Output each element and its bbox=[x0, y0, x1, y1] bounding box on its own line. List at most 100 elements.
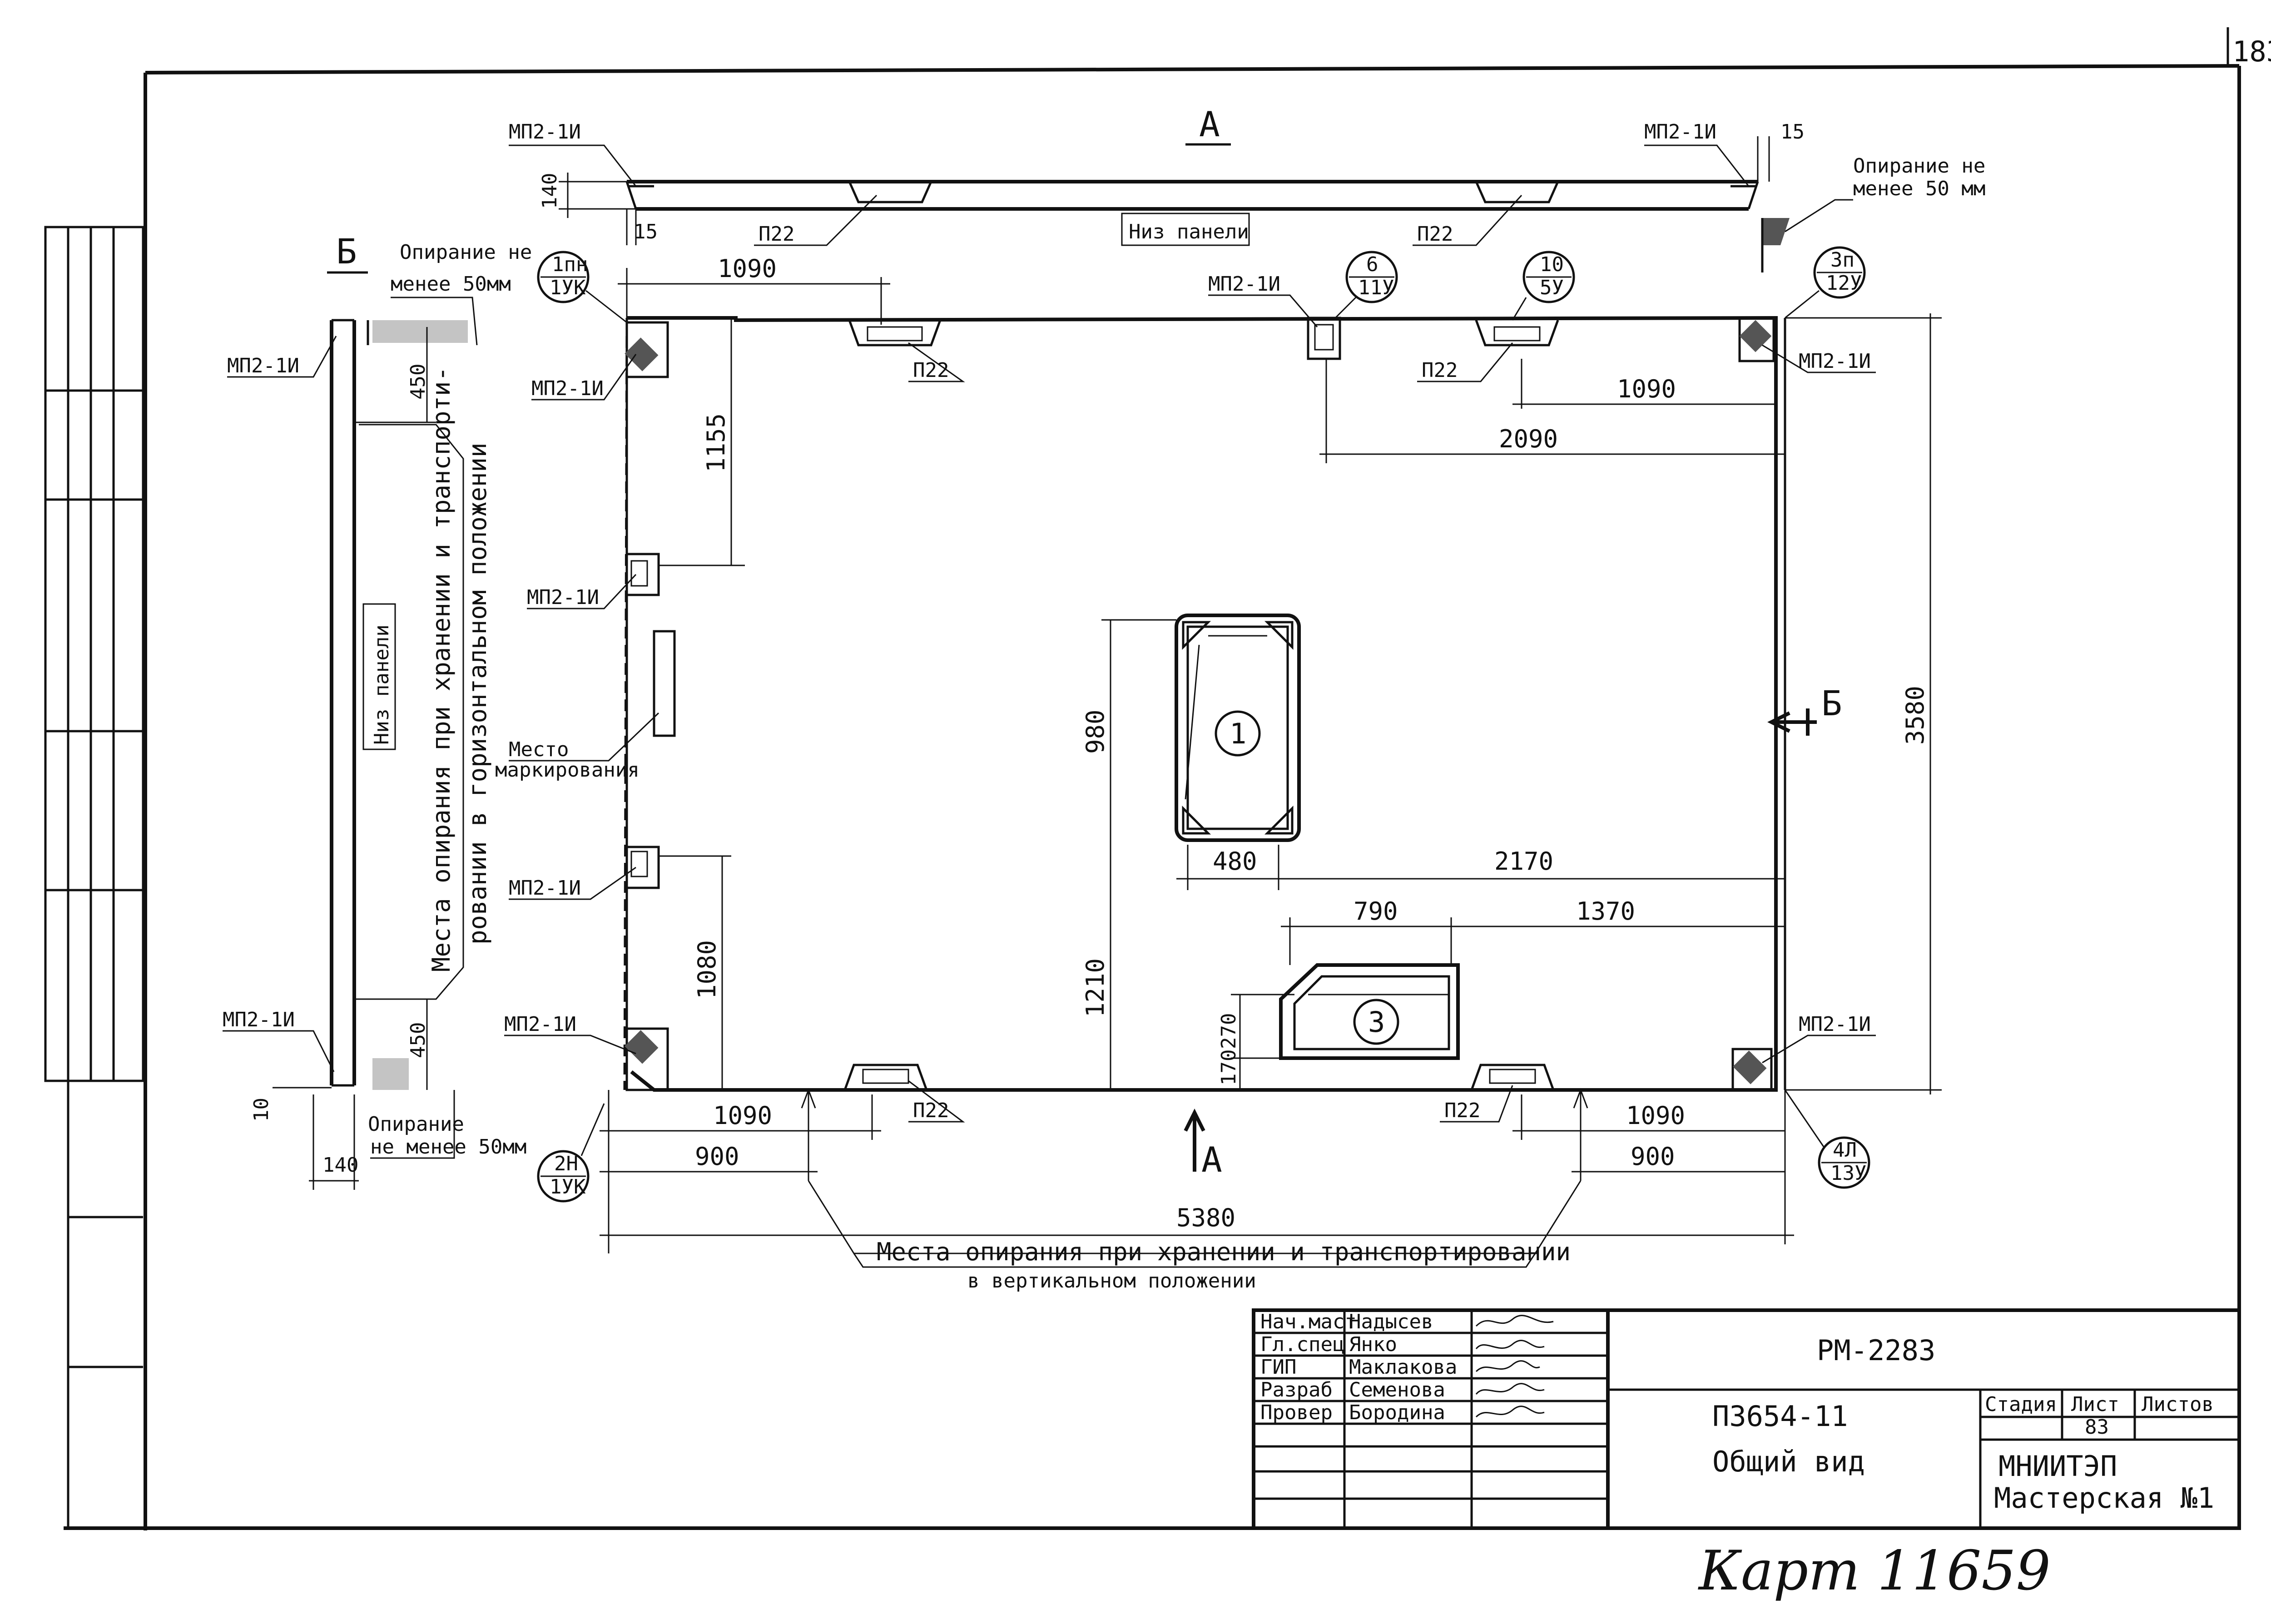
tb-name-3: Семенова bbox=[1349, 1378, 1445, 1401]
svg-text:3п: 3п bbox=[1830, 248, 1854, 272]
svg-text:1090: 1090 bbox=[718, 254, 777, 283]
sheet-frame: 1 83 bbox=[64, 27, 2271, 1530]
svg-text:4Л: 4Л bbox=[1833, 1139, 1857, 1162]
tb-org-line1: МНИИТЭП bbox=[1998, 1450, 2117, 1483]
top-mp-label-left: МП2-1И bbox=[509, 120, 581, 144]
svg-text:12У: 12У bbox=[1826, 272, 1862, 295]
side-support-bottom-line1: Опирание bbox=[368, 1113, 464, 1136]
side-support-top-line2: менее 50мм bbox=[391, 272, 511, 296]
side-support-top-line1: Опирание не bbox=[400, 241, 532, 264]
svg-text:1090: 1090 bbox=[1617, 375, 1676, 403]
svg-text:1155: 1155 bbox=[702, 413, 730, 472]
svg-text:1пн: 1пн bbox=[552, 253, 588, 276]
svg-text:1370: 1370 bbox=[1576, 897, 1635, 926]
section-a-label-top: А bbox=[1199, 104, 1220, 144]
title-block: Нач.маст Гл.спец ГИП Разраб Провер Надыс… bbox=[1252, 1308, 2241, 1530]
plan-p22-top-right: П22 bbox=[1422, 359, 1458, 382]
plan-mp-top-left: МП2-1И bbox=[531, 377, 604, 400]
tb-org-line2: Мастерская №1 bbox=[1994, 1481, 2214, 1515]
svg-text:900: 900 bbox=[695, 1142, 739, 1171]
plan-mp-bottom-left: МП2-1И bbox=[504, 1013, 576, 1036]
svg-text:270: 270 bbox=[1217, 1013, 1240, 1049]
svg-text:6: 6 bbox=[1366, 253, 1378, 276]
tb-role-1: Гл.спец bbox=[1260, 1333, 1344, 1356]
top-dim-15-left: 15 bbox=[634, 220, 658, 243]
tb-role-3: Разраб bbox=[1260, 1378, 1333, 1401]
plan-dimensions: 1090 1155 1090 2090 3580 980 1210 bbox=[600, 254, 1942, 1268]
top-bottom-note: Низ панели bbox=[1129, 220, 1249, 243]
svg-text:10: 10 bbox=[1540, 253, 1564, 276]
plan-mp-bottom-right: МП2-1И bbox=[1799, 1013, 1871, 1036]
margin-stamp-grid bbox=[44, 226, 144, 1530]
plan-section-a-label: А bbox=[1201, 1139, 1222, 1180]
tb-sheet-title: Общий вид bbox=[1712, 1445, 1865, 1478]
archive-note: Карт 11659 bbox=[1698, 1540, 2051, 1603]
plan-mp-top-center: МП2-1И bbox=[1208, 272, 1280, 296]
plan-p22-bottom-right: П22 bbox=[1444, 1099, 1480, 1122]
svg-text:1090: 1090 bbox=[1626, 1101, 1685, 1130]
top-p22-left: П22 bbox=[759, 223, 794, 246]
side-horizontal-note-line2: ровании в горизонтальном положении bbox=[463, 443, 492, 945]
side-dim-450-bottom: 450 bbox=[407, 1022, 430, 1058]
top-support-line1: Опирание не bbox=[1853, 154, 1985, 178]
plan-p22-top-left: П22 bbox=[913, 359, 949, 382]
tb-role-2: ГИП bbox=[1260, 1356, 1296, 1379]
svg-text:5380: 5380 bbox=[1176, 1203, 1235, 1232]
side-mp-label-top: МП2-1И bbox=[227, 354, 299, 377]
plan-mp-mid-left: МП2-1И bbox=[527, 586, 599, 609]
section-b-label-side: Б bbox=[336, 231, 357, 272]
tb-sheets-header: Листов bbox=[2142, 1393, 2214, 1416]
side-view-section: Б Опирание не менее 50мм 450 450 Опирани… bbox=[223, 231, 532, 1190]
tb-name-1: Янко bbox=[1349, 1333, 1397, 1356]
top-dim-140: 140 bbox=[538, 173, 561, 209]
svg-text:1090: 1090 bbox=[713, 1101, 772, 1130]
svg-text:480: 480 bbox=[1213, 847, 1257, 876]
top-dim-15-right: 15 bbox=[1780, 120, 1805, 144]
opening-1-number: 1 bbox=[1230, 717, 1246, 750]
plan-view: 1 3 МП2-1И МП2-1И МП2-1И МП2-1И МП2-1И М… bbox=[495, 246, 1942, 1292]
svg-text:13У: 13У bbox=[1830, 1162, 1866, 1185]
callout-top-right: 10 5У bbox=[1512, 251, 1575, 321]
svg-text:900: 900 bbox=[1631, 1142, 1675, 1171]
svg-text:170: 170 bbox=[1217, 1050, 1240, 1085]
tb-sheet-number: 83 bbox=[2085, 1416, 2109, 1439]
svg-text:2170: 2170 bbox=[1494, 847, 1553, 876]
svg-text:980: 980 bbox=[1081, 709, 1110, 754]
top-support-line2: менее 50 мм bbox=[1853, 177, 1985, 200]
plan-mp-low-left: МП2-1И bbox=[509, 876, 581, 900]
tb-code: РМ-2283 bbox=[1817, 1334, 1935, 1367]
plan-vertical-note-line1: Места опирания при хранении и транспорти… bbox=[877, 1238, 1571, 1266]
tb-role-0: Нач.маст bbox=[1260, 1310, 1357, 1333]
plan-vertical-note-line2: в вертикальном положении bbox=[967, 1269, 1256, 1292]
plan-mp-top-right: МП2-1И bbox=[1799, 350, 1871, 373]
svg-text:2090: 2090 bbox=[1499, 425, 1558, 453]
callout-corner-top-right: 3п 12У bbox=[1785, 246, 1866, 319]
side-bottom-note: Низ панели bbox=[370, 624, 393, 745]
svg-text:1УК: 1УК bbox=[550, 276, 586, 299]
svg-text:11У: 11У bbox=[1358, 276, 1394, 299]
tb-name-4: Бородина bbox=[1349, 1401, 1445, 1424]
side-mp-label-bottom: МП2-1И bbox=[223, 1008, 295, 1031]
top-p22-right: П22 bbox=[1417, 223, 1453, 246]
plan-p22-bottom-left: П22 bbox=[913, 1099, 949, 1122]
signatures bbox=[1475, 1315, 1554, 1418]
corner-sheet-number: 183 bbox=[2232, 35, 2271, 68]
svg-text:5У: 5У bbox=[1540, 276, 1564, 299]
tb-role-4: Провер bbox=[1260, 1401, 1333, 1424]
plan-marking-line1: Место bbox=[509, 738, 569, 761]
side-dim-140: 140 bbox=[322, 1154, 358, 1177]
side-support-bottom-line2: не менее 50мм bbox=[370, 1135, 526, 1159]
top-mp-label-right: МП2-1И bbox=[1644, 120, 1716, 144]
callout-bottom-right: 4Л 13У bbox=[1784, 1089, 1870, 1189]
top-view-section: А МП2-1И МП2-1И 140 15 15 П22 П22 bbox=[509, 104, 1985, 272]
svg-text:3580: 3580 bbox=[1901, 686, 1929, 745]
svg-text:1УК: 1УК bbox=[550, 1175, 586, 1198]
svg-text:790: 790 bbox=[1354, 897, 1398, 926]
callout-bottom-left: 2Н 1УК bbox=[537, 1103, 605, 1203]
tb-name-0: Надысев bbox=[1349, 1310, 1433, 1333]
tb-project: П3654-11 bbox=[1712, 1400, 1848, 1433]
tb-name-2: Маклакова bbox=[1349, 1356, 1457, 1379]
svg-text:1080: 1080 bbox=[693, 940, 721, 999]
side-dim-10: 10 bbox=[250, 1098, 273, 1122]
